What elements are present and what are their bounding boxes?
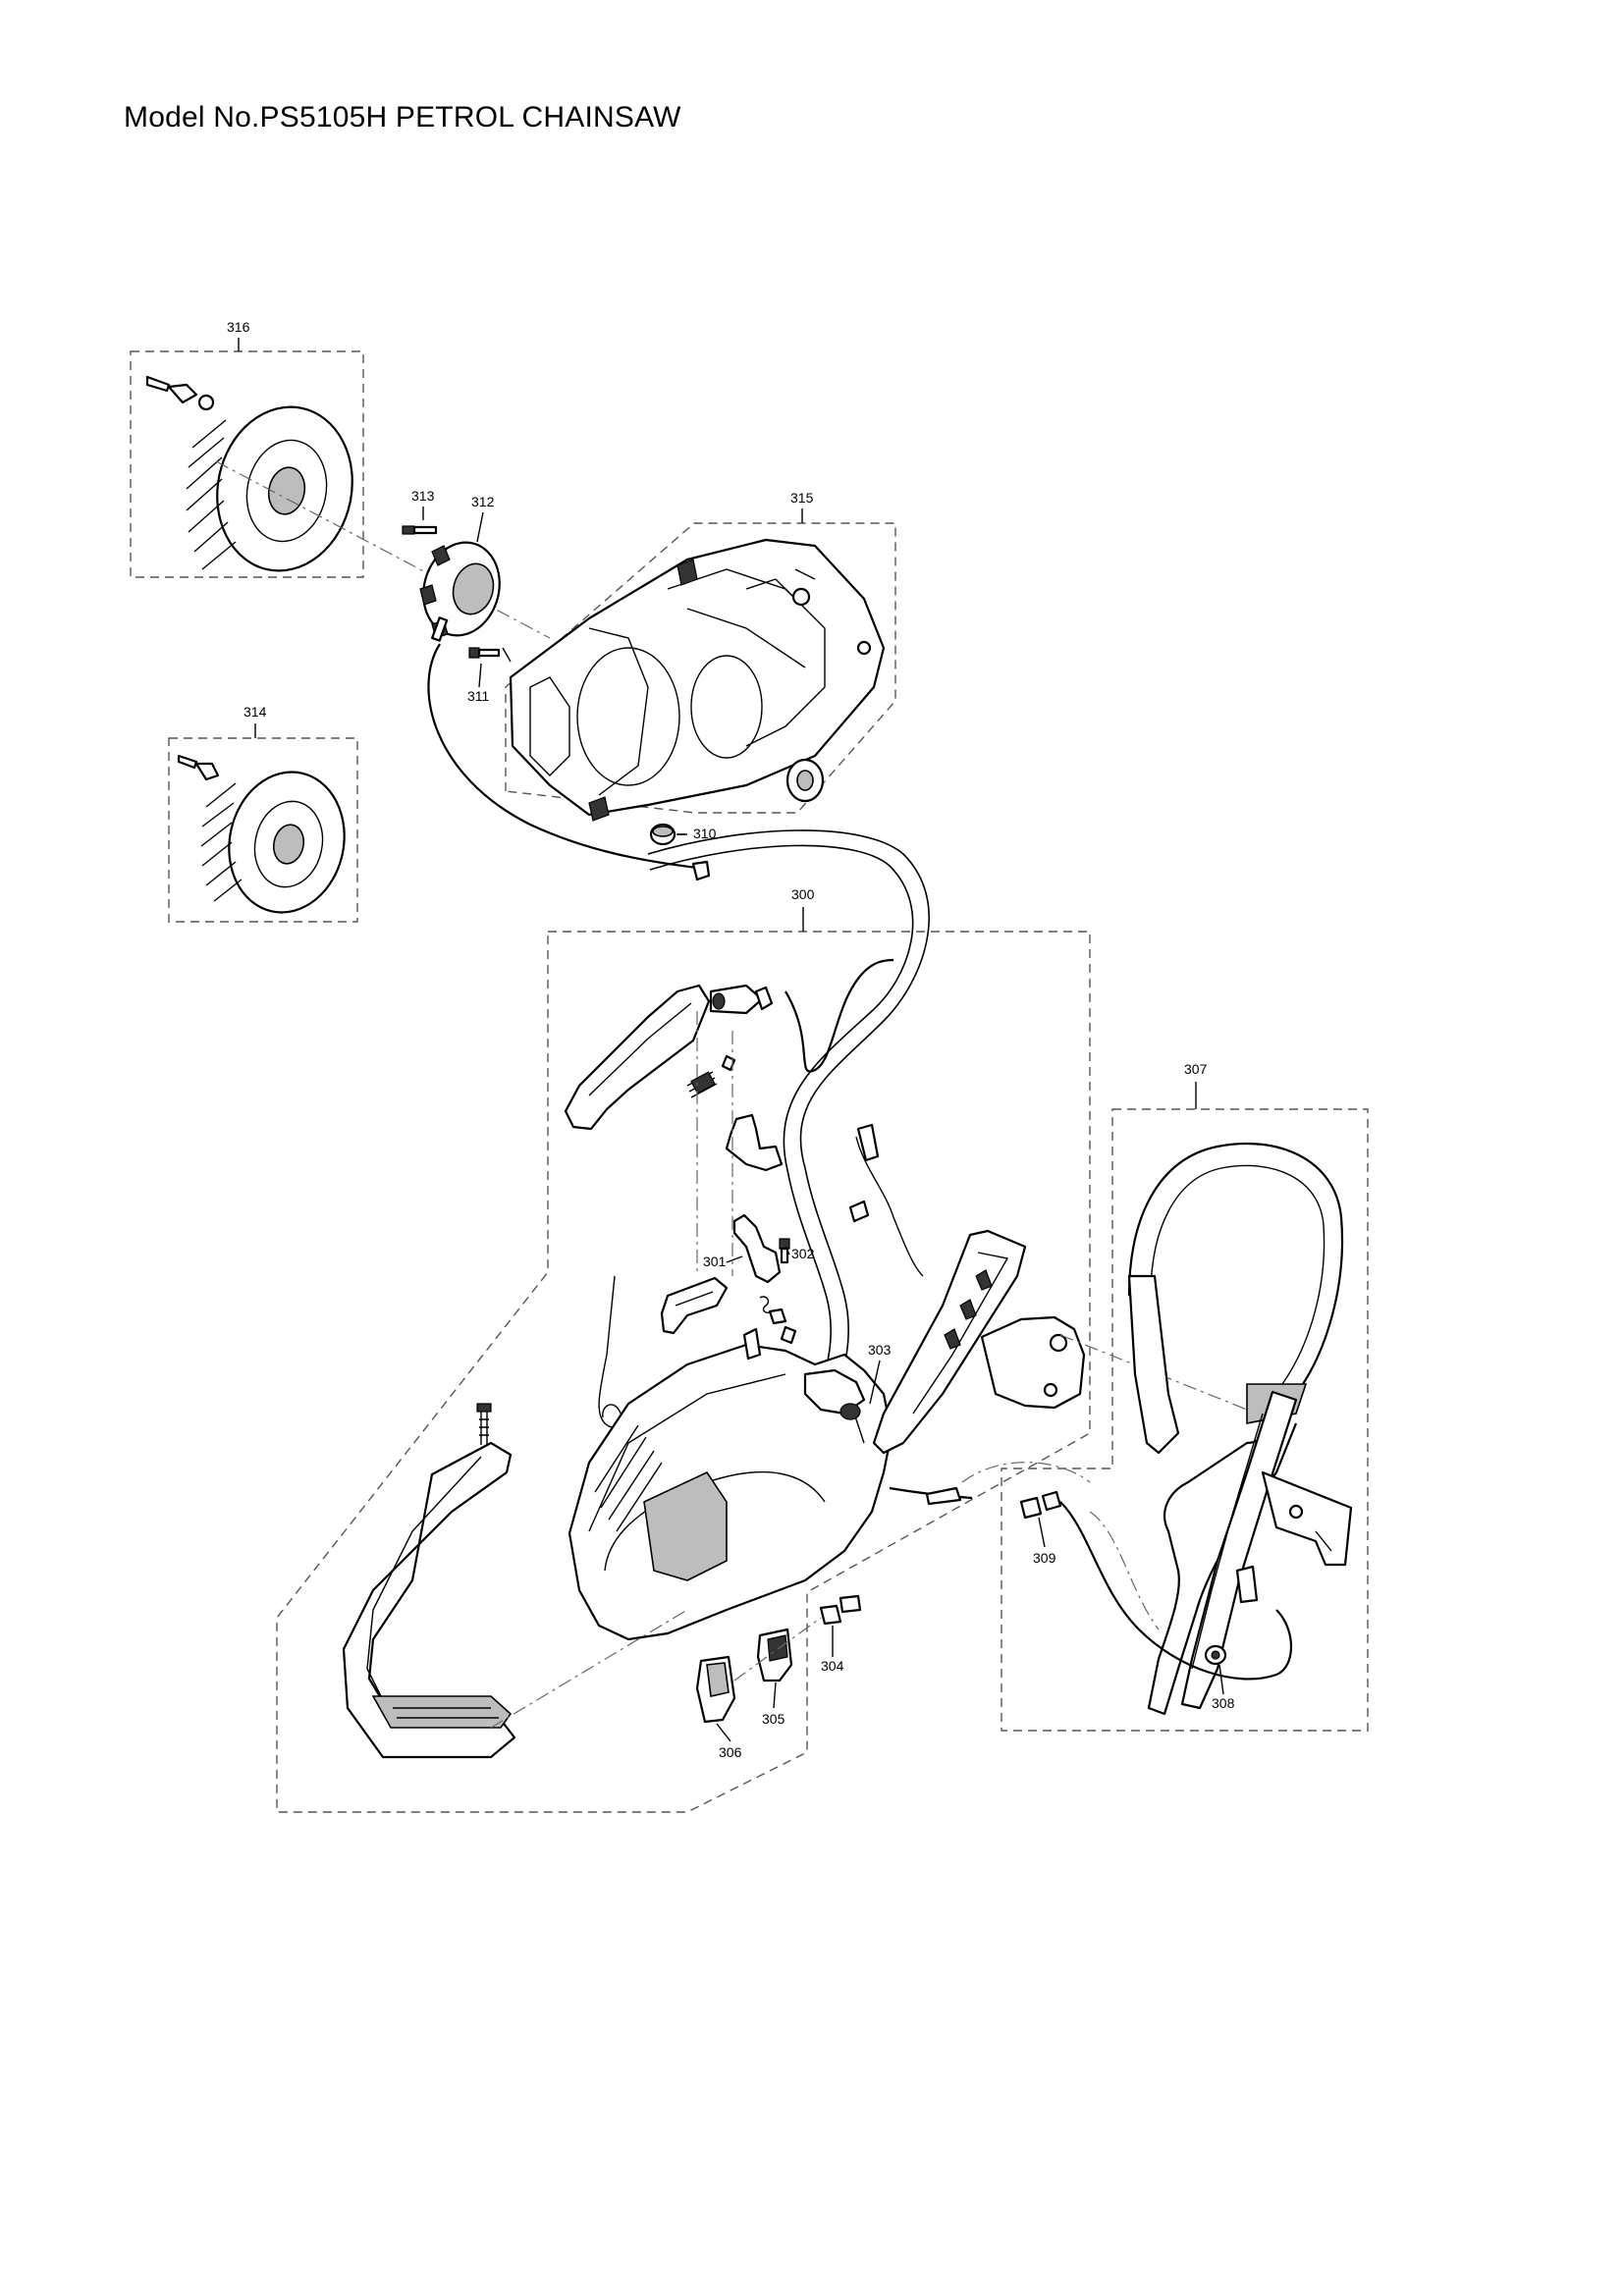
lead-switch-line (733, 1617, 822, 1682)
hand-guard (342, 1441, 516, 1759)
callout-316: 316 (227, 319, 250, 335)
group-frame-314 (168, 737, 358, 923)
callout-309: 309 (1033, 1550, 1056, 1566)
callout-303: 303 (868, 1342, 892, 1358)
assembly-axis-line (215, 460, 551, 639)
callout-307: 307 (1184, 1061, 1208, 1077)
flywheel-316 (145, 375, 353, 572)
spring-301 (759, 1296, 797, 1345)
wire-plug (1235, 1565, 1259, 1604)
group-frame-307 (1001, 1108, 1369, 1732)
callout-312: 312 (471, 494, 495, 509)
flywheel-314 (177, 754, 346, 914)
group-frame-316 (130, 350, 364, 578)
switch-309 (1019, 1490, 1062, 1520)
front-bar-handle (872, 1229, 1027, 1455)
callout-301: 301 (703, 1254, 727, 1269)
crankcase-315 (509, 538, 886, 822)
choke-wire (784, 958, 894, 1073)
wire-terminal (925, 1486, 962, 1506)
ignition-wire (427, 643, 698, 870)
callout-300: 300 (791, 886, 815, 902)
wire-connector (691, 860, 711, 881)
callout-308: 308 (1212, 1695, 1235, 1711)
spring-small (686, 1071, 718, 1098)
callout-310: 310 (693, 826, 717, 841)
front-handle-307 (1127, 1142, 1344, 1716)
terminal-304 (819, 1594, 862, 1626)
group-frame-300 (276, 931, 1091, 1813)
lock-pin (721, 1054, 736, 1072)
bearing-310 (649, 823, 687, 846)
callout-306: 306 (719, 1744, 742, 1760)
screw-302 (779, 1238, 790, 1264)
hand-guard-screw (476, 1403, 492, 1445)
switch-cover-306 (695, 1655, 736, 1724)
callout-302: 302 (791, 1246, 815, 1261)
page-title: Model No.PS5105H PETROL CHAINSAW (124, 101, 681, 133)
fuel-hose (647, 829, 930, 1395)
lead-bracket-to-307 (1059, 1334, 1258, 1415)
screw-313 (402, 525, 438, 535)
stop-switch-305 (756, 1628, 793, 1682)
tension-spring (598, 1275, 623, 1428)
lever-301 (732, 1213, 782, 1284)
handle-bracket-plate (1261, 1470, 1353, 1567)
wire-plug-top (856, 1123, 880, 1162)
throttle-lever (564, 984, 711, 1131)
callout-304: 304 (821, 1658, 844, 1674)
rear-handle-housing-300 (568, 1327, 893, 1641)
screw-311 (468, 647, 512, 663)
trigger-lock (725, 1113, 784, 1172)
air-filter-clip (660, 1276, 729, 1335)
bearing-310-right (785, 758, 825, 803)
label-ticks (422, 507, 1224, 1742)
screw-308 (1204, 1644, 1227, 1666)
callout-314: 314 (243, 704, 267, 720)
wire-to-306 (855, 1136, 924, 1277)
callout-313: 313 (411, 488, 435, 504)
lead-wire-to-309 (961, 1462, 1160, 1630)
lead-guard-to-housing (490, 1609, 688, 1729)
lead-trigger-to-lever (696, 1011, 733, 1276)
handle-wire (1059, 1501, 1293, 1681)
wire-clip (848, 1200, 870, 1223)
callout-305: 305 (762, 1711, 785, 1727)
throttle-rod (709, 984, 774, 1015)
starter-pulley-312 (419, 541, 501, 642)
handle-mount-bracket (980, 1315, 1086, 1410)
callout-315: 315 (790, 490, 814, 506)
callout-311: 311 (467, 688, 490, 704)
